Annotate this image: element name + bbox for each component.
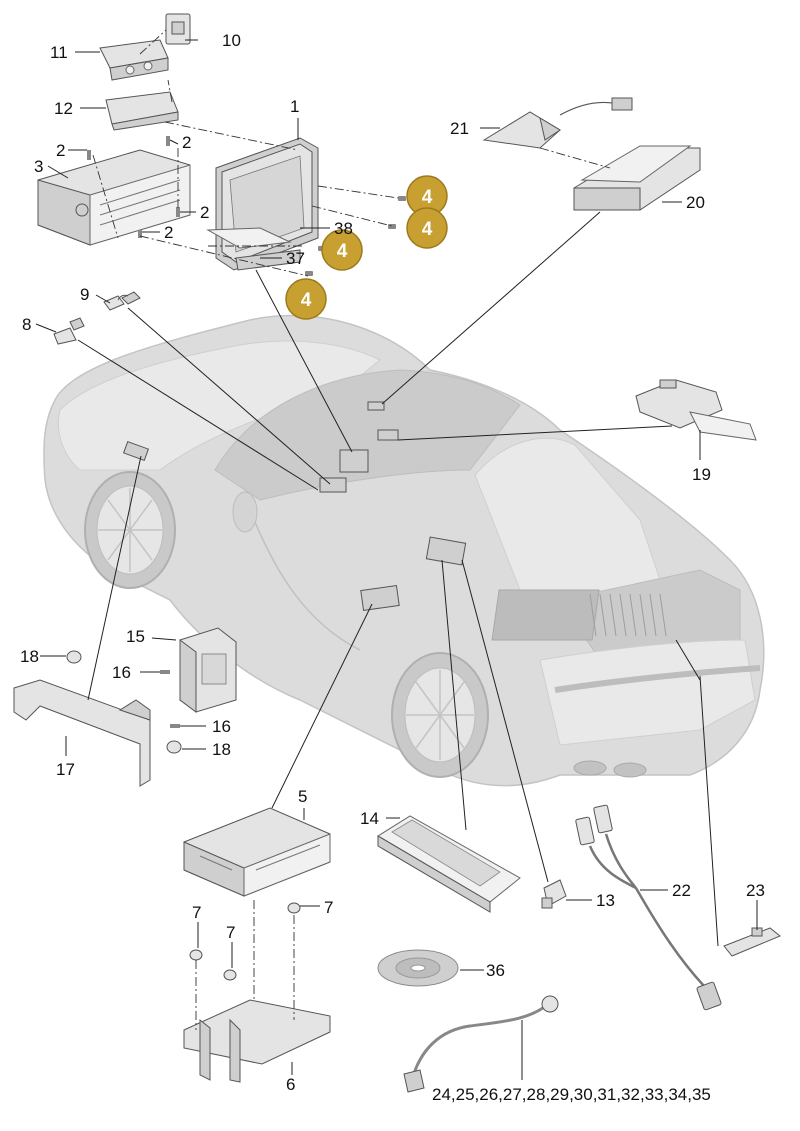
label-22: 22 [672, 881, 691, 900]
part-13 [541, 879, 567, 909]
part-23 [723, 927, 781, 957]
label-24-35: 24,25,26,27,28,29,30,31,32,33,34,35 [432, 1085, 711, 1104]
car-illustration [43, 314, 765, 787]
label-20: 20 [686, 193, 705, 212]
svg-text:4: 4 [422, 219, 433, 240]
nuts-7 [189, 902, 301, 981]
part-14 [377, 815, 521, 913]
part-8 [53, 317, 85, 345]
svg-text:4: 4 [301, 290, 312, 311]
label-8: 8 [22, 315, 31, 334]
label-2-a: 2 [56, 141, 65, 160]
label-15: 15 [126, 627, 145, 646]
label-6: 6 [286, 1075, 295, 1094]
label-18-b: 18 [212, 740, 231, 759]
label-21: 21 [450, 119, 469, 138]
part-labels: 10 11 12 1 2 2 3 2 2 38 37 21 20 9 8 19 … [20, 31, 765, 1104]
part-15 [179, 627, 237, 713]
part-11 [99, 39, 169, 81]
part-12 [105, 91, 179, 131]
svg-text:4: 4 [422, 187, 433, 208]
part-21 [482, 97, 633, 149]
label-14: 14 [360, 809, 379, 828]
label-7-b: 7 [192, 903, 201, 922]
label-37: 37 [286, 249, 305, 268]
part-17 [13, 679, 151, 787]
front-wheel [84, 471, 176, 589]
fasteners-16-18 [66, 650, 182, 754]
label-11: 11 [50, 43, 68, 62]
label-19: 19 [692, 465, 711, 484]
label-5: 5 [298, 787, 307, 806]
label-2-d: 2 [164, 223, 173, 242]
part-19 [635, 379, 757, 441]
label-3: 3 [34, 157, 43, 176]
label-18-a: 18 [20, 647, 39, 666]
badge-4-c: 4 [321, 229, 363, 271]
rear-wheel [391, 652, 489, 778]
label-16-a: 16 [112, 663, 131, 682]
label-2-b: 2 [182, 133, 191, 152]
part-37-38 [206, 227, 301, 271]
label-13: 13 [596, 891, 615, 910]
badge-4-b: 4 [406, 207, 448, 249]
label-7-c: 7 [226, 923, 235, 942]
label-17: 17 [56, 760, 75, 779]
label-1: 1 [290, 97, 299, 116]
badge-4-d: 4 [285, 278, 327, 320]
part-9 [103, 291, 141, 311]
part-10 [165, 13, 191, 45]
leader-lines [35, 39, 758, 1080]
label-2-c: 2 [200, 203, 209, 222]
assembly-lines [92, 29, 611, 1030]
label-12: 12 [54, 99, 73, 118]
part-3-head-unit [37, 149, 191, 246]
label-7-a: 7 [324, 898, 333, 917]
part-22-cable [575, 804, 722, 1011]
label-36: 36 [486, 961, 505, 980]
label-10: 10 [222, 31, 241, 50]
part-36-disc [377, 949, 459, 987]
badges: 4 4 4 4 [285, 175, 448, 320]
label-16-b: 16 [212, 717, 231, 736]
part-6 [183, 999, 331, 1083]
part-24-35-cable [403, 995, 559, 1093]
part-5 [183, 807, 331, 897]
label-23: 23 [746, 881, 765, 900]
label-38: 38 [334, 219, 353, 238]
svg-text:4: 4 [337, 241, 348, 262]
part-20 [573, 145, 701, 211]
label-9: 9 [80, 285, 89, 304]
engine-grille [491, 589, 667, 641]
